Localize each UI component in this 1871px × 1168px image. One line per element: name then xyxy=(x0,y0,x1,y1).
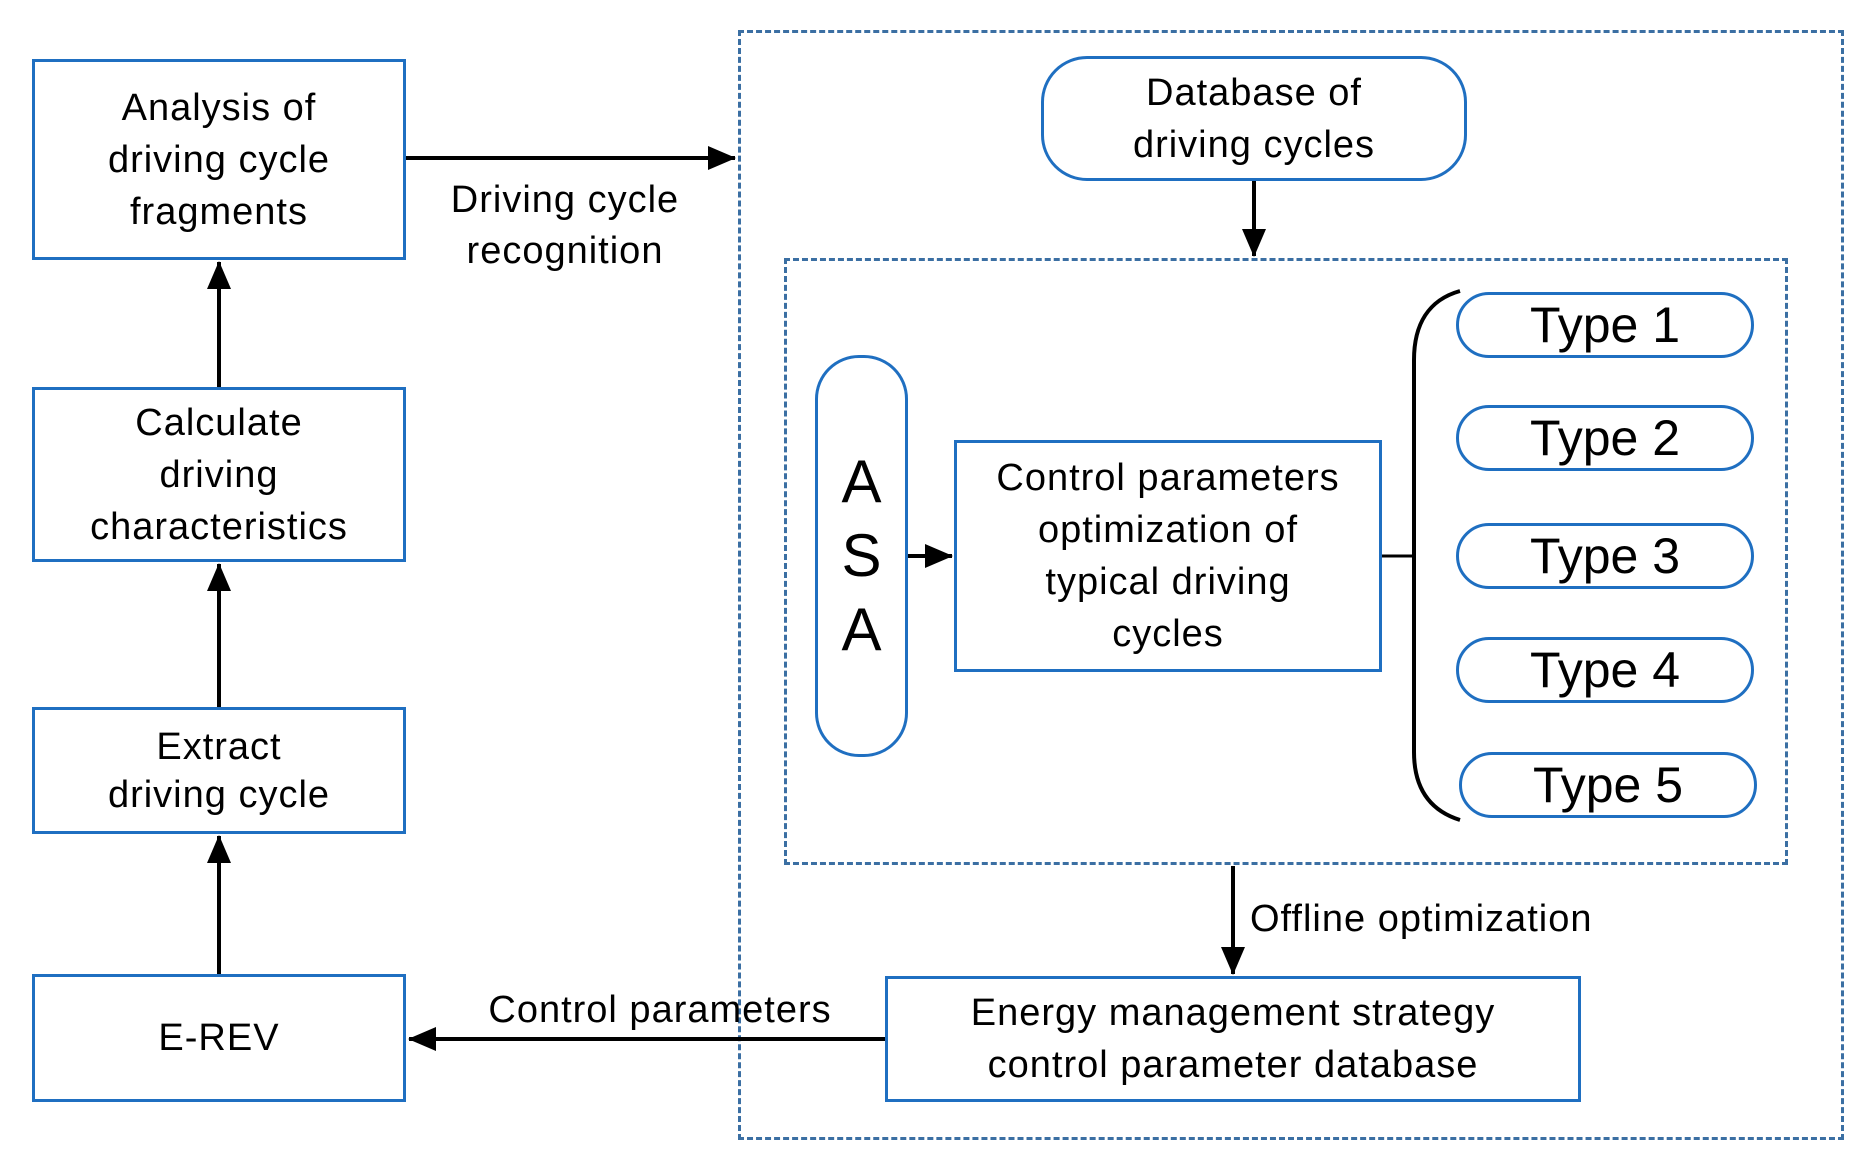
optimization-box: Control parameters optimization of typic… xyxy=(954,440,1382,672)
type-5-box: Type 5 xyxy=(1459,752,1757,818)
recognition-label: Driving cycle recognition xyxy=(450,179,680,272)
control-parameters-label: Control parameters xyxy=(488,989,832,1031)
types-brace xyxy=(1412,289,1461,822)
type-5-label: Type 5 xyxy=(1532,757,1684,813)
calculate-label: Calculate driving characteristics xyxy=(90,401,348,548)
energy-db-box: Energy management strategy control param… xyxy=(885,976,1581,1102)
optimization-label: Control parameters optimization of typic… xyxy=(996,457,1340,655)
type-1-box: Type 1 xyxy=(1456,292,1754,358)
offline-region-outer xyxy=(738,30,1844,1140)
analysis-box: Analysis of driving cycle fragments xyxy=(32,59,406,260)
database-label: Database of driving cycles xyxy=(1132,71,1376,166)
erev-box: E-REV xyxy=(32,974,406,1102)
type-3-box: Type 3 xyxy=(1456,523,1754,589)
optimization-region-inner xyxy=(784,258,1788,865)
database-box: Database of driving cycles xyxy=(1041,56,1467,181)
analysis-label: Analysis of driving cycle fragments xyxy=(107,86,331,233)
asa-label: A S A xyxy=(841,448,882,663)
calculate-box: Calculate driving characteristics xyxy=(32,387,406,562)
energy-db-label: Energy management strategy control param… xyxy=(970,992,1496,1086)
type-4-label: Type 4 xyxy=(1529,642,1681,698)
type-2-box: Type 2 xyxy=(1456,405,1754,471)
asa-box: A S A xyxy=(815,355,908,757)
type-3-label: Type 3 xyxy=(1529,528,1681,584)
offline-optimization-label: Offline optimization xyxy=(1250,898,1593,940)
extract-label: Extract driving cycle xyxy=(107,725,331,816)
extract-box: Extract driving cycle xyxy=(32,707,406,834)
erev-label: E-REV xyxy=(158,1017,280,1059)
type-1-label: Type 1 xyxy=(1529,297,1681,353)
type-2-label: Type 2 xyxy=(1529,410,1681,466)
type-4-box: Type 4 xyxy=(1456,637,1754,703)
